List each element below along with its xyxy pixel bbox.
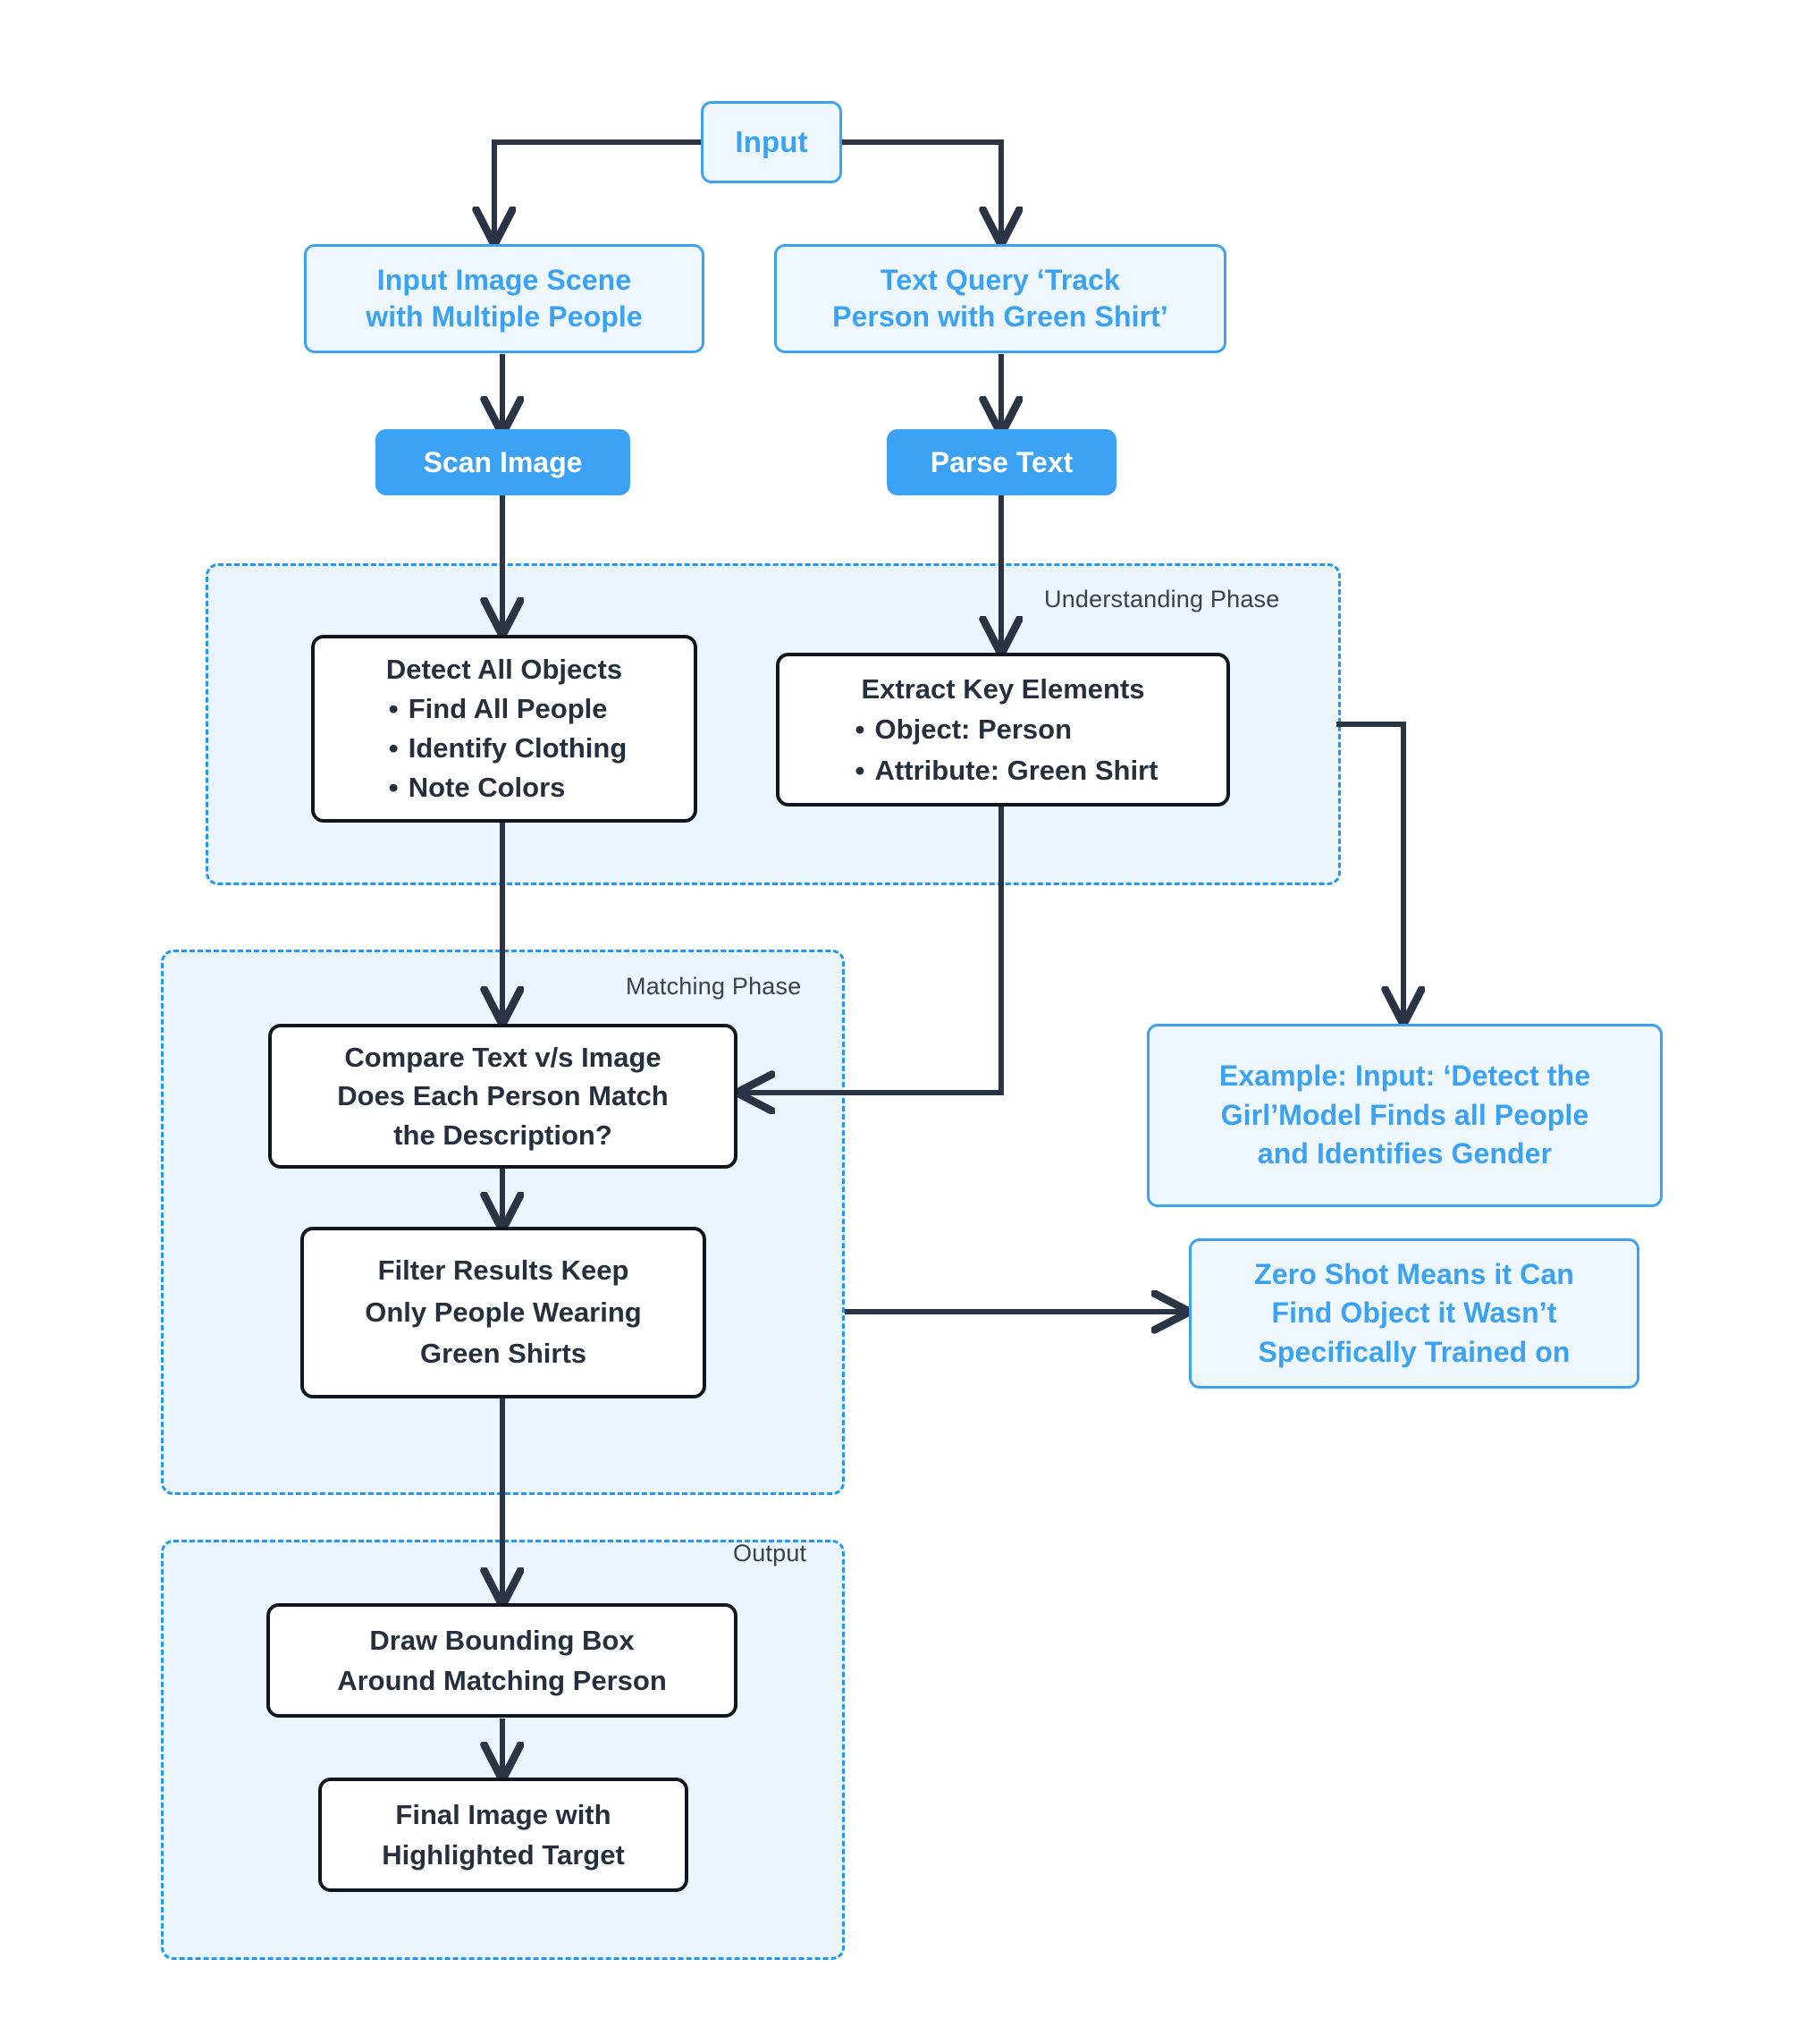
node-final-image-line1: Final Image with <box>395 1798 611 1830</box>
node-extract-key-elements[interactable]: Extract Key Elements Object: Person Attr… <box>776 653 1230 807</box>
node-zero-shot-note-line1: Zero Shot Means it Can <box>1254 1257 1574 1290</box>
node-text-query[interactable]: Text Query ‘Track Person with Green Shir… <box>774 244 1226 353</box>
node-extract-key-elements-bullets: Object: Person Attribute: Green Shirt <box>779 709 1226 790</box>
node-example-note[interactable]: Example: Input: ‘Detect the Girl’Model F… <box>1147 1024 1663 1207</box>
edge-input-to-input-image <box>494 139 701 240</box>
node-input-image-scene-line1: Input Image Scene <box>376 264 632 297</box>
label-matching-phase: Matching Phase <box>626 973 802 1000</box>
node-filter-results-line1: Filter Results Keep <box>377 1254 629 1287</box>
node-text-query-line1: Text Query ‘Track <box>881 264 1120 297</box>
label-output-phase: Output <box>733 1540 807 1567</box>
node-filter-results[interactable]: Filter Results Keep Only People Wearing … <box>300 1227 706 1398</box>
node-input[interactable]: Input <box>701 101 842 183</box>
node-draw-bounding-box[interactable]: Draw Bounding Box Around Matching Person <box>266 1603 737 1718</box>
list-item: Identify Clothing <box>382 729 628 768</box>
node-zero-shot-note-line2: Find Object it Wasn’t <box>1271 1297 1557 1330</box>
edge-understanding-to-example <box>1336 722 1403 1019</box>
node-example-note-line2: Girl’Model Finds all People <box>1220 1098 1589 1131</box>
node-zero-shot-note-line3: Specifically Trained on <box>1258 1335 1571 1368</box>
node-input-image-scene[interactable]: Input Image Scene with Multiple People <box>304 244 704 353</box>
list-item: Object: Person <box>848 709 1159 750</box>
node-input-label: Input <box>735 125 808 158</box>
node-zero-shot-note[interactable]: Zero Shot Means it Can Find Object it Wa… <box>1189 1238 1639 1389</box>
node-draw-bounding-box-line1: Draw Bounding Box <box>369 1624 635 1656</box>
edge-input-to-text-query <box>840 139 1001 240</box>
node-filter-results-line2: Only People Wearing <box>365 1296 642 1328</box>
node-detect-all-objects-bullets: Find All People Identify Clothing Note C… <box>315 689 694 807</box>
node-compare-line1: Compare Text v/s Image <box>344 1041 661 1073</box>
node-compare-text-vs-image[interactable]: Compare Text v/s Image Does Each Person … <box>268 1024 737 1169</box>
node-example-note-line1: Example: Input: ‘Detect the <box>1218 1060 1591 1093</box>
label-understanding-phase: Understanding Phase <box>1044 586 1280 612</box>
node-text-query-line2: Person with Green Shirt’ <box>832 300 1168 333</box>
list-item: Attribute: Green Shirt <box>848 750 1159 791</box>
node-input-image-scene-line2: with Multiple People <box>366 300 643 333</box>
node-parse-text[interactable]: Parse Text <box>887 429 1116 495</box>
node-final-image-line2: Highlighted Target <box>382 1839 625 1871</box>
node-parse-text-label: Parse Text <box>930 445 1074 478</box>
node-filter-results-line3: Green Shirts <box>419 1338 587 1370</box>
node-scan-image[interactable]: Scan Image <box>375 429 630 495</box>
list-item: Find All People <box>382 689 628 729</box>
node-scan-image-label: Scan Image <box>423 445 583 478</box>
node-final-image[interactable]: Final Image with Highlighted Target <box>318 1778 688 1892</box>
node-example-note-line3: and Identifies Gender <box>1257 1137 1553 1170</box>
node-draw-bounding-box-line2: Around Matching Person <box>337 1665 667 1696</box>
node-compare-line2: Does Each Person Match <box>337 1080 669 1112</box>
node-compare-line3: the Description? <box>393 1119 612 1151</box>
node-detect-all-objects-title: Detect All Objects <box>385 653 623 685</box>
list-item: Note Colors <box>382 768 628 807</box>
node-detect-all-objects[interactable]: Detect All Objects Find All People Ident… <box>311 635 697 823</box>
node-extract-key-elements-title: Extract Key Elements <box>861 673 1145 705</box>
